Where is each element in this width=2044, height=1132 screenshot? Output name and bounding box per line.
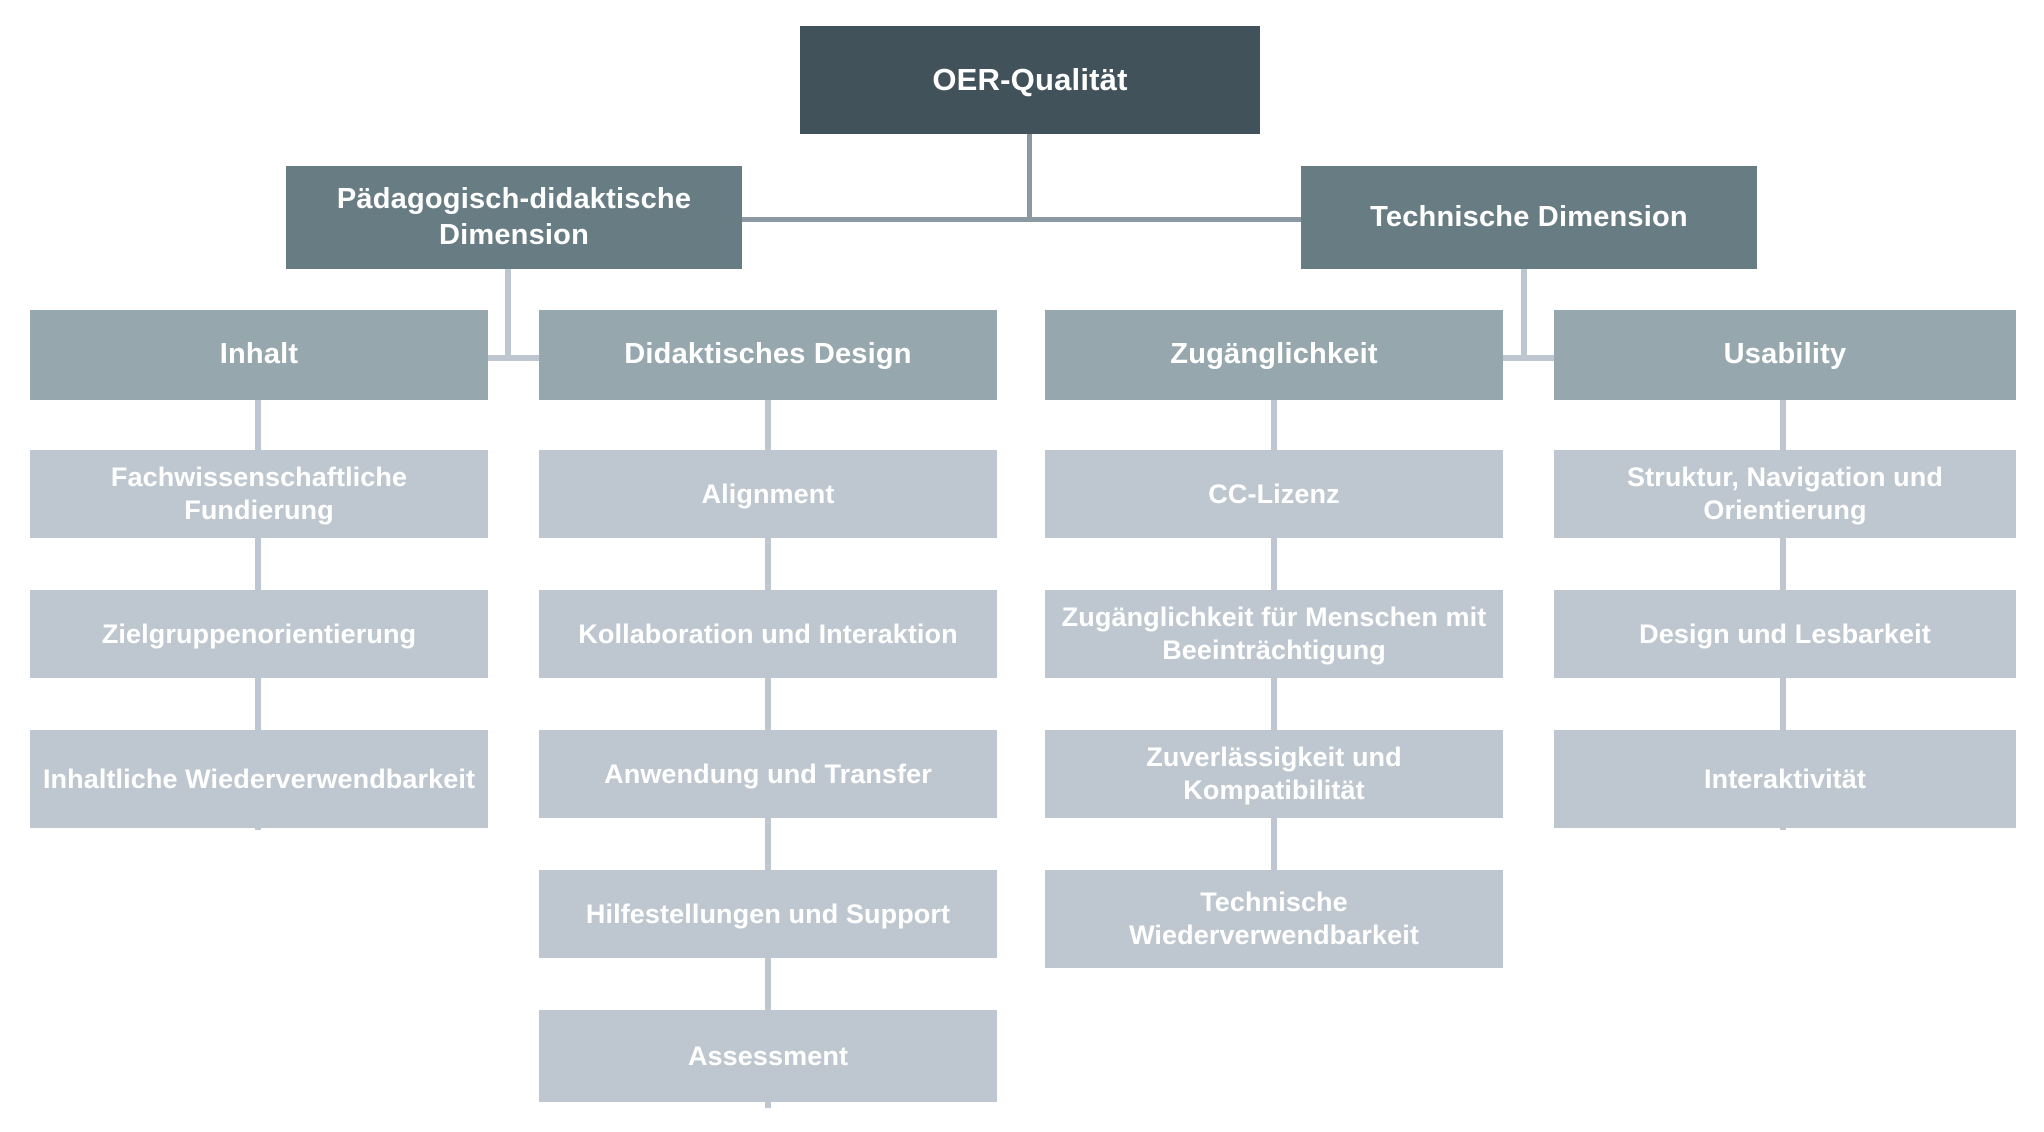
node-label: Usability [1723,338,1847,371]
node-label: Struktur, Navigation und Orientierung [1627,462,1943,525]
connector-dimension-bar [737,217,1322,222]
node-leaf-design-und-lesbarkeit[interactable]: Design und Lesbarkeit [1554,590,2016,678]
node-label: Anwendung und Transfer [604,758,932,789]
connector-paed-bar [483,355,541,361]
node-label: Design und Lesbarkeit [1639,618,1931,649]
node-label: Interaktivität [1704,763,1866,794]
node-leaf-assessment[interactable]: Assessment [539,1010,997,1102]
node-leaf-alignment[interactable]: Alignment [539,450,997,538]
node-leaf-struktur-navigation-und-orientierung[interactable]: Struktur, Navigation und Orientierung [1554,450,2016,538]
node-label: Didaktisches Design [624,338,912,371]
node-leaf-zugaenglichkeit-fuer-menschen-mit-beeintraechtigung[interactable]: Zugänglichkeit für Menschen mit Beeinträ… [1045,590,1503,678]
node-label: Assessment [687,1040,849,1071]
connector-tech-bar [1496,355,1556,361]
node-dimension-technisch[interactable]: Technische Dimension [1301,166,1757,269]
node-leaf-technische-wiederverwendbarkeit[interactable]: Technische Wiederverwendbarkeit [1045,870,1503,968]
node-leaf-zielgruppenorientierung[interactable]: Zielgruppenorientierung [30,590,488,678]
node-category-inhalt[interactable]: Inhalt [30,310,488,400]
node-label: Alignment [701,478,835,509]
node-label: Hilfestellungen und Support [585,898,951,929]
node-leaf-hilfestellungen-und-support[interactable]: Hilfestellungen und Support [539,870,997,958]
node-label: Zielgruppenorientierung [101,618,417,649]
node-label: Fachwissenschaftliche Fundierung [110,462,408,525]
node-label: Zugänglichkeit [1170,338,1378,371]
node-leaf-cc-lizenz[interactable]: CC-Lizenz [1045,450,1503,538]
node-label: Zuverlässigkeit und Kompatibilität [1146,742,1402,805]
node-label: Zugänglichkeit für Menschen mit Beeinträ… [1061,602,1487,665]
node-root-oer-qualitaet[interactable]: OER-Qualität [800,26,1260,134]
node-label: CC-Lizenz [1208,478,1340,509]
node-leaf-fachwissenschaftliche-fundierung[interactable]: Fachwissenschaftliche Fundierung [30,450,488,538]
node-leaf-inhaltliche-wiederverwendbarkeit[interactable]: Inhaltliche Wiederverwendbarkeit [30,730,488,828]
node-label: Pädagogisch-didaktische Dimension [336,183,692,251]
node-label: OER-Qualität [932,62,1128,98]
node-category-zugaenglichkeit[interactable]: Zugänglichkeit [1045,310,1503,400]
node-leaf-kollaboration-und-interaktion[interactable]: Kollaboration und Interaktion [539,590,997,678]
connector-col3-spine [1271,400,1277,968]
node-category-usability[interactable]: Usability [1554,310,2016,400]
node-leaf-anwendung-und-transfer[interactable]: Anwendung und Transfer [539,730,997,818]
node-label: Kollaboration und Interaktion [578,618,958,649]
connector-paed-stem [505,268,511,361]
node-label: Technische Dimension [1370,200,1688,233]
node-label: Inhalt [219,338,299,371]
node-leaf-interaktivitaet[interactable]: Interaktivität [1554,730,2016,828]
node-leaf-zuverlaessigkeit-und-kompatibilitaet[interactable]: Zuverlässigkeit und Kompatibilität [1045,730,1503,818]
node-category-didaktisches-design[interactable]: Didaktisches Design [539,310,997,400]
node-dimension-paedagogisch-didaktisch[interactable]: Pädagogisch-didaktische Dimension [286,166,742,269]
connector-root-stem [1027,133,1032,221]
node-label: Inhaltliche Wiederverwendbarkeit [42,763,476,794]
node-label: Technische Wiederverwendbarkeit [1129,887,1419,950]
connector-tech-stem [1521,268,1527,361]
